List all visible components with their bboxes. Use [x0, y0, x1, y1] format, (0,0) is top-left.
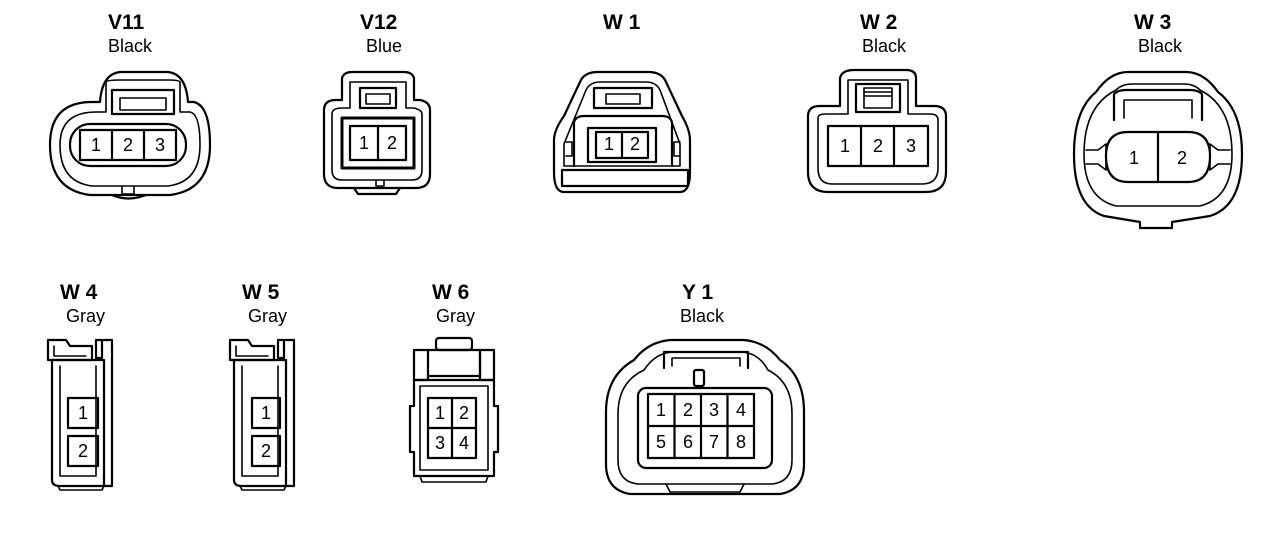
pin-label: 2 — [459, 403, 469, 423]
connector-body: 1 2 3 4 5 6 7 8 — [604, 338, 806, 496]
connector-color: Black — [108, 36, 153, 56]
connector-code: V12 — [360, 11, 398, 34]
connector-color: Black — [862, 36, 907, 56]
pin-label: 2 — [78, 441, 88, 461]
connector-code: W 3 — [1134, 11, 1172, 34]
connector-body: 1 2 — [1072, 70, 1244, 230]
connector-body: 1 2 — [46, 338, 114, 491]
pin-label: 1 — [840, 136, 850, 156]
connector-body: 1 2 3 — [48, 70, 212, 200]
connector-body: 1 2 3 — [806, 68, 948, 194]
connector-color: Black — [1138, 36, 1183, 56]
pin-label: 6 — [683, 432, 693, 452]
pin-label: 2 — [683, 400, 693, 420]
pin-label: 2 — [1177, 148, 1187, 168]
connector-y1: Y 1 Black 1 2 3 4 5 6 7 8 — [600, 280, 810, 510]
pin-label: 3 — [435, 433, 445, 453]
connector-color: Black — [680, 306, 725, 326]
pin-label: 1 — [1129, 148, 1139, 168]
connector-body: 1 2 3 4 — [408, 336, 500, 483]
pin-label: 1 — [91, 135, 101, 155]
pin-label: 2 — [387, 133, 397, 153]
pin-label: 2 — [261, 441, 271, 461]
pin-label: 1 — [359, 133, 369, 153]
pin-label: 2 — [873, 136, 883, 156]
pin-label: 4 — [459, 433, 469, 453]
connector-w5: W 5 Gray 1 2 — [222, 280, 332, 500]
connector-w3: W 3 Black 1 2 — [1066, 10, 1256, 240]
pin-label: 2 — [630, 134, 640, 154]
connector-body: 1 2 — [552, 70, 692, 194]
pin-label: 5 — [656, 432, 666, 452]
connector-color: Gray — [248, 306, 288, 326]
pin-label: 3 — [155, 135, 165, 155]
connector-color: Blue — [366, 36, 403, 56]
connector-code: W 6 — [432, 281, 470, 304]
connector-w4: W 4 Gray 1 2 — [40, 280, 150, 500]
pin-label: 1 — [78, 403, 88, 423]
connector-color: Gray — [66, 306, 106, 326]
connector-code: V11 — [108, 11, 145, 34]
connector-code: Y 1 — [682, 281, 714, 304]
pin-label: 4 — [736, 400, 746, 420]
connector-body: 1 2 — [322, 70, 432, 196]
pin-label: 7 — [709, 432, 719, 452]
connector-v12: V12 Blue 1 2 — [320, 10, 440, 210]
pin-label: 1 — [604, 134, 614, 154]
connector-code: W 1 — [603, 11, 641, 34]
connector-code: W 4 — [60, 281, 98, 304]
pin-label: 3 — [709, 400, 719, 420]
pin-label: 3 — [906, 136, 916, 156]
pin-label: 1 — [656, 400, 666, 420]
connector-code: W 5 — [242, 281, 280, 304]
connector-v11: V11 Black 1 2 3 — [40, 10, 220, 210]
pin-label: 8 — [736, 432, 746, 452]
pin-label: 1 — [435, 403, 445, 423]
pin-label: 1 — [261, 403, 271, 423]
pin-label: 2 — [123, 135, 133, 155]
connector-code: W 2 — [860, 11, 898, 34]
connector-color: Gray — [436, 306, 476, 326]
connector-w1: W 1 1 2 — [550, 10, 700, 210]
connector-w2: W 2 Black 1 2 3 — [800, 10, 960, 210]
connector-body: 1 2 — [228, 338, 296, 491]
connector-w6: W 6 Gray 1 2 3 4 — [406, 280, 506, 500]
